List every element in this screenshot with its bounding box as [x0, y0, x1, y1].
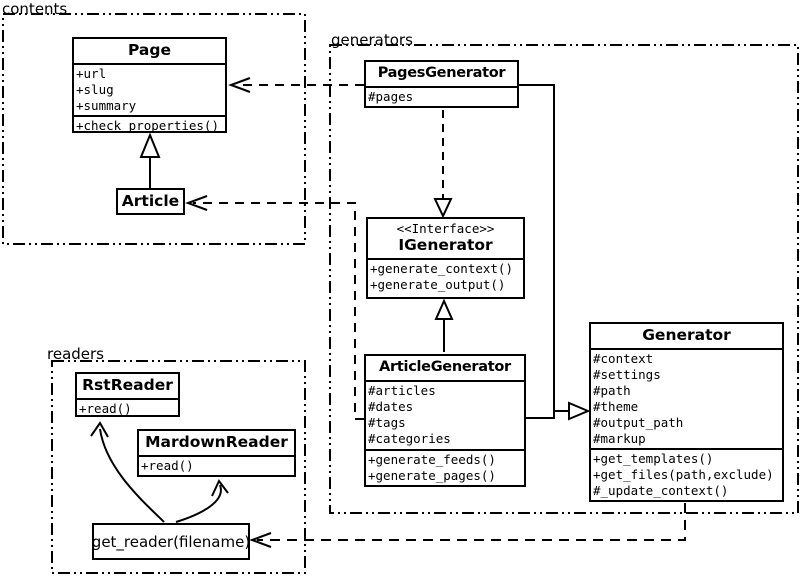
open-arrowhead-at-mardownreader [211, 479, 229, 497]
method: +get_files(path,exclude) [593, 467, 774, 482]
interface-name: IGenerator [398, 236, 493, 254]
hollow-triangle-at-page-bottom [139, 132, 161, 158]
attribute: +summary [76, 98, 137, 113]
open-arrowhead-at-article [185, 195, 208, 211]
class-article: Article [116, 188, 185, 215]
attribute: #theme [593, 399, 639, 414]
method: +generate_context() [370, 261, 513, 276]
attribute: #articles [368, 383, 436, 398]
page-attributes-compartment: +url +slug +summary [74, 65, 225, 117]
method: +read() [79, 401, 132, 416]
attribute: #path [593, 383, 631, 398]
class-generator: Generator #context #settings #path #them… [589, 322, 784, 502]
get-reader-function-box: get_reader(filename) [92, 523, 250, 560]
attribute: #categories [368, 431, 451, 446]
attribute: +slug [76, 82, 114, 97]
attribute: #pages [368, 89, 414, 104]
class-mardownreader: MardownReader +read() [137, 429, 296, 477]
pagesgenerator-attributes-compartment: #pages [366, 88, 517, 106]
hollow-triangle-at-igenerator-top [433, 198, 453, 219]
method: +generate_pages() [368, 468, 496, 483]
class-pagesgenerator: PagesGenerator #pages [364, 60, 519, 108]
open-arrowhead-at-getreader [249, 532, 272, 548]
dependency-line-generator-to-getreader [257, 503, 686, 541]
class-title-igenerator: <<Interface>> IGenerator [368, 219, 523, 260]
package-label-contents: contents [2, 0, 68, 18]
attribute: #settings [593, 367, 661, 382]
generator-attributes-compartment: #context #settings #path #theme #output_… [591, 350, 782, 450]
curved-arrow-getreader-to-rstreader [99, 428, 165, 523]
class-page: Page +url +slug +summary +check_properti… [72, 37, 227, 133]
class-articlegenerator: ArticleGenerator #articles #dates #tags … [364, 354, 526, 487]
class-igenerator: <<Interface>> IGenerator +generate_conte… [366, 217, 525, 299]
page-methods-compartment: +check_properties() [74, 117, 225, 133]
class-rstreader: RstReader +read() [75, 372, 180, 417]
generalization-line-articlegenerator-to-generator [526, 411, 555, 419]
method: +generate_feeds() [368, 452, 496, 467]
method: +check_properties() [76, 118, 219, 133]
attribute: #context [593, 351, 654, 366]
articlegenerator-attributes-compartment: #articles #dates #tags #categories [366, 382, 524, 451]
articlegenerator-methods-compartment: +generate_feeds() +generate_pages() [366, 451, 524, 485]
class-title-generator: Generator [591, 324, 782, 350]
rstreader-methods-compartment: +read() [77, 400, 178, 416]
generator-methods-compartment: +get_templates() +get_files(path,exclude… [591, 450, 782, 500]
method: #_update_context() [593, 483, 729, 498]
curved-arrow-getreader-to-mardownreader [175, 484, 222, 523]
class-title-page: Page [74, 39, 225, 65]
attribute: #dates [368, 399, 414, 414]
hollow-triangle-at-igenerator-bottom [434, 298, 454, 320]
method: +generate_output() [370, 277, 506, 292]
open-arrowhead-at-page [228, 77, 251, 93]
dependency-line-articlegenerator-to-article [193, 202, 364, 420]
hollow-triangle-at-generator-left [568, 401, 591, 421]
class-title-articlegenerator: ArticleGenerator [366, 356, 524, 382]
attribute: #tags [368, 415, 406, 430]
generalization-line-pagesgenerator-to-generator [519, 84, 569, 412]
package-label-readers: readers [47, 345, 104, 363]
class-title-rstreader: RstReader [77, 374, 178, 400]
get-reader-label: get_reader(filename) [91, 532, 251, 551]
package-frame-generators [329, 44, 799, 514]
class-title-article: Article [121, 192, 180, 210]
method: +get_templates() [593, 451, 714, 466]
method: +read() [141, 458, 194, 473]
package-frame-contents [2, 13, 306, 245]
interface-stereotype: <<Interface>> [396, 221, 495, 236]
class-title-pagesgenerator: PagesGenerator [366, 62, 517, 88]
package-frame-readers [51, 360, 306, 574]
igenerator-methods-compartment: +generate_context() +generate_output() [368, 260, 523, 297]
attribute: #output_path [593, 415, 684, 430]
package-label-generators: generators [331, 31, 413, 49]
attribute: +url [76, 66, 107, 81]
open-arrowhead-at-rstreader [90, 421, 109, 438]
class-title-mardownreader: MardownReader [139, 431, 294, 457]
attribute: #markup [593, 431, 646, 446]
mardownreader-methods-compartment: +read() [139, 457, 294, 475]
